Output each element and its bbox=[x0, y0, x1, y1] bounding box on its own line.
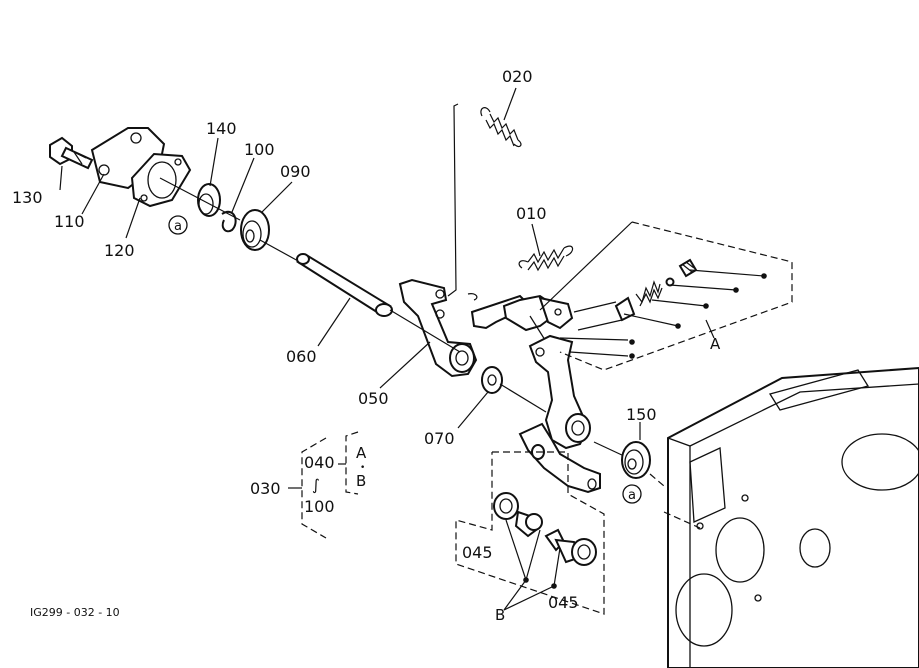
leader-lines bbox=[59, 87, 641, 440]
group-a-bracket bbox=[539, 221, 793, 371]
callout-120: 120 bbox=[104, 241, 135, 260]
callout-100: 100 bbox=[244, 140, 275, 159]
marker-B-bracket: B bbox=[356, 472, 366, 490]
callout-060: 060 bbox=[286, 347, 317, 366]
callout-070: 070 bbox=[424, 429, 455, 448]
callout-045-left: 045 bbox=[462, 543, 493, 562]
marker-a-left: a bbox=[168, 215, 188, 235]
engine-block bbox=[667, 366, 919, 668]
spring-020 bbox=[480, 107, 522, 148]
callout-020: 020 bbox=[502, 67, 533, 86]
bearing-150 bbox=[621, 441, 651, 479]
callout-130: 130 bbox=[12, 188, 43, 207]
set-030-bracket bbox=[288, 431, 359, 539]
callout-045-right: 045 bbox=[548, 593, 579, 612]
marker-a-right: a bbox=[622, 484, 642, 504]
washer-070 bbox=[481, 366, 503, 394]
gasket-120 bbox=[130, 152, 192, 208]
set-markers: A A • B ∫ B bbox=[312, 335, 721, 624]
bushing-140 bbox=[197, 183, 221, 217]
link-bracket bbox=[467, 293, 574, 349]
marker-A-upper: A bbox=[710, 335, 721, 353]
circlip-100 bbox=[221, 211, 237, 233]
figure-code: IG299 - 032 - 10 bbox=[30, 606, 120, 619]
callout-150: 150 bbox=[626, 405, 657, 424]
bolt-130 bbox=[49, 136, 94, 170]
shaft-060 bbox=[296, 253, 393, 317]
lever-050 bbox=[398, 278, 478, 378]
marker-B-lower: B bbox=[495, 606, 505, 624]
callout-110: 110 bbox=[54, 212, 85, 231]
marker-a-left-text: a bbox=[174, 219, 182, 234]
callout-040: 040 bbox=[304, 453, 335, 472]
callout-010: 010 bbox=[516, 204, 547, 223]
callout-090: 090 bbox=[280, 162, 311, 181]
callout-030: 030 bbox=[250, 479, 281, 498]
bearing-090 bbox=[240, 209, 270, 251]
marker-dot-sep: • bbox=[360, 463, 365, 473]
marker-range-sign: ∫ bbox=[312, 476, 320, 494]
governor-arm bbox=[518, 334, 601, 494]
callout-050: 050 bbox=[358, 389, 389, 408]
spring-010 bbox=[518, 245, 574, 272]
group-a-parts bbox=[614, 258, 698, 322]
marker-a-right-text: a bbox=[628, 488, 636, 503]
marker-A-bracket: A bbox=[356, 444, 367, 462]
callout-100-set: 100 bbox=[304, 497, 335, 516]
callout-140: 140 bbox=[206, 119, 237, 138]
group-b-panel bbox=[455, 451, 605, 615]
callout-labels: 020 010 140 100 090 130 110 120 060 050 … bbox=[12, 67, 657, 612]
